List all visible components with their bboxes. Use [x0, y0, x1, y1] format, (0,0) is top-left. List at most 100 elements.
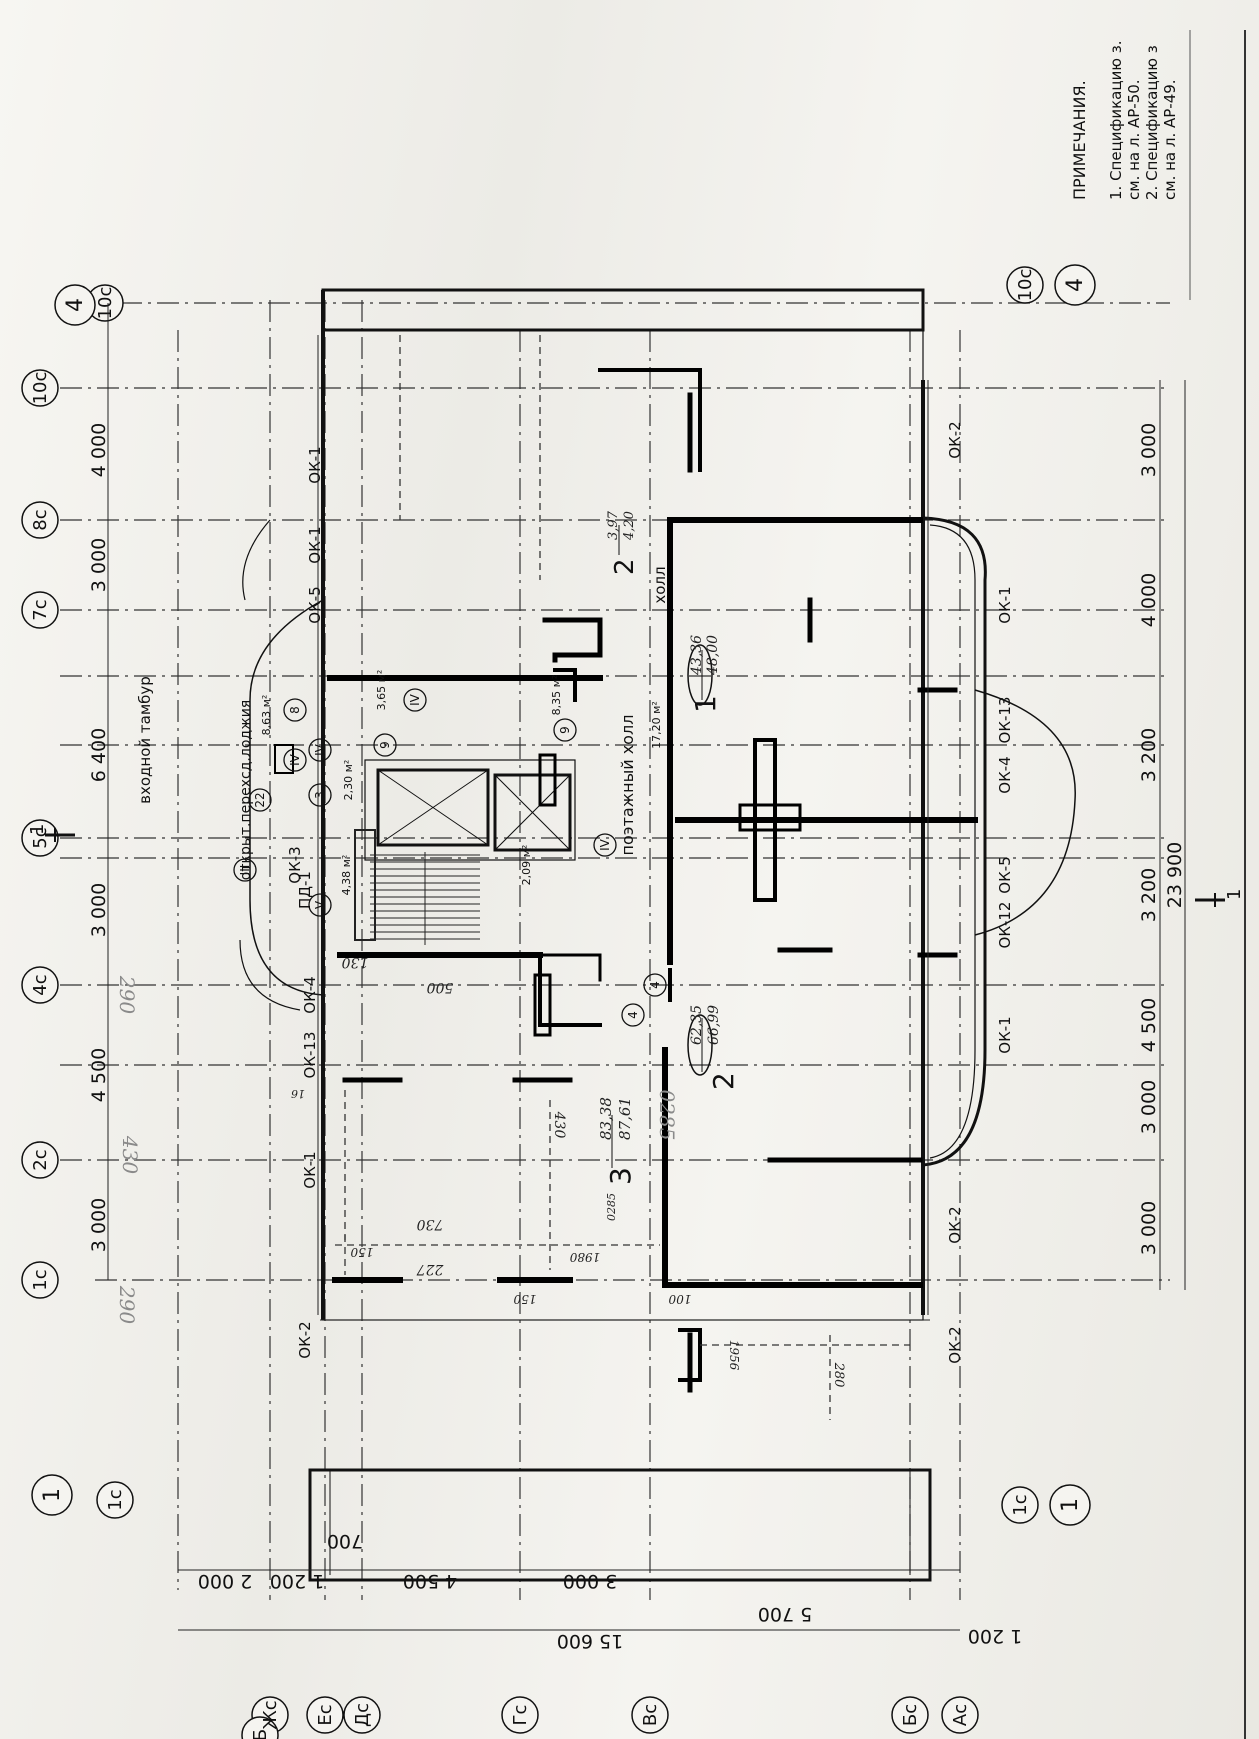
bottom-dimensions: 3 000 3 000 4 500 3 200 3 200 4 000 3 00…	[1138, 423, 1186, 1255]
section-number: 1	[27, 824, 48, 835]
row-key-label: Б	[250, 1729, 271, 1739]
pencil-notes: 0285 290 290 430	[115, 975, 679, 1324]
dim-left: 4 500	[403, 1570, 457, 1592]
staircase	[354, 829, 480, 945]
window-marks: ОК-1 ОК-1 ОК-1 ОК-1 ОК-1 ОК-2 ОК-2 ОК-2 …	[286, 421, 1014, 1363]
notes-line-4: см. на л. АР-49.	[1161, 79, 1179, 200]
window-mark: ОК-5	[306, 586, 324, 623]
vestibule-label: входной тамбур	[136, 676, 154, 804]
door-mark: ПД-1	[296, 871, 314, 909]
dim-bottom: 3 000	[1138, 1201, 1160, 1255]
axis-col-label: 5c	[30, 827, 51, 848]
apartment-area-living: 83,38	[597, 1097, 615, 1140]
dimension-lines	[107, 303, 1186, 1631]
dim-left: 1 200	[270, 1570, 324, 1592]
handwritten-dim: 100	[668, 1292, 691, 1306]
pencil-note: 0285	[655, 1090, 679, 1141]
dim-bottom: 4 500	[1138, 998, 1160, 1052]
handwritten-dim: 130	[342, 954, 369, 970]
floor-hall-label: поэтажный холл	[618, 715, 637, 856]
room-numbers: 8 9 9 22 3 4 4 III IV IV IV IV V	[238, 693, 662, 1018]
apartment-area-living: 62,35	[689, 1005, 705, 1045]
dim-top: 6 400	[88, 728, 110, 782]
dim-left: 15 600	[557, 1630, 623, 1652]
axis-row-label: Гс	[510, 1705, 531, 1726]
left-dimensions: 2 000 1 200 700 4 500 3 000 5 700 15 600…	[198, 1530, 1022, 1652]
room-number: 4	[626, 1011, 640, 1019]
window-mark: ОК-2	[296, 1321, 314, 1358]
dim-top: 3 000	[88, 883, 110, 937]
room-number: 3	[313, 791, 327, 799]
dim-bottom: 4 000	[1138, 573, 1160, 627]
handwritten-dim: 150	[513, 1292, 536, 1306]
window-mark: ОК-13	[996, 697, 1014, 744]
window-mark: ОК-4	[996, 756, 1014, 793]
area-text: 8,63 м²	[260, 695, 273, 736]
window-mark: ОК-1	[996, 1016, 1014, 1053]
axis-key-label: 4	[63, 298, 88, 312]
room-number: IV	[408, 693, 422, 706]
handwritten-dim: 1980	[569, 1250, 600, 1264]
axis-bubbles	[21, 264, 1096, 1739]
window-mark: ОК-12	[996, 902, 1014, 949]
hall-label: холл	[651, 566, 669, 603]
dim-left: 2 000	[198, 1570, 252, 1592]
dim-left: 3 000	[563, 1570, 617, 1592]
room-number: III	[238, 865, 252, 876]
axis-key-label: 4	[1063, 278, 1088, 292]
axis-col-label: 10c	[1015, 269, 1036, 302]
notes-title: ПРИМЕЧАНИЯ.	[1070, 80, 1089, 200]
window-mark: ОК-1	[306, 446, 324, 483]
internal-walls	[327, 368, 978, 1393]
apartment-area-total: 87,61	[616, 1097, 634, 1140]
grid-lines	[60, 300, 1170, 1600]
axis-key-label: 1	[1058, 1498, 1083, 1512]
handwritten-dim: 227	[417, 1261, 445, 1277]
dim-left: 5 700	[758, 1603, 812, 1625]
window-mark: ОК-2	[946, 421, 964, 458]
notes-line-1: 1. Спецификацию з.	[1107, 41, 1125, 200]
dim-left: 1 200	[968, 1625, 1022, 1647]
dim-top: 3 000	[88, 1198, 110, 1252]
room-number: 22	[253, 792, 267, 807]
apartment-marker-1: 1 43,36 48,00	[687, 635, 722, 713]
window-mark: ОК-3	[286, 846, 304, 883]
axis-row-label: Бс	[900, 1704, 921, 1726]
window-mark: ОК-4	[301, 976, 319, 1013]
window-mark: ОК-1	[306, 526, 324, 563]
section-marks: 1 1	[27, 824, 1245, 907]
axis-col-label: 10c	[30, 372, 51, 405]
axis-row-label: Жс	[260, 1700, 281, 1729]
axis-col-label: 7c	[30, 599, 51, 620]
apartment-marker-3: 3 83,38 87,61	[597, 1097, 637, 1185]
notes-line-3: 2. Спецификацию з	[1143, 45, 1161, 200]
pencil-note: 430	[118, 1135, 142, 1174]
apartment-area-living: 3,97	[606, 510, 621, 540]
handwritten-dim: 500	[427, 979, 454, 995]
dim-bottom: 3 200	[1138, 868, 1160, 922]
exterior-hatching	[317, 335, 930, 1321]
window-mark: ОК-1	[996, 586, 1014, 623]
area-text: 2,09 м²	[520, 845, 533, 886]
section-number: 1	[1224, 889, 1245, 900]
room-number: 4	[648, 981, 662, 989]
pencil-note: 290	[115, 975, 139, 1014]
area-text: 2,30 м²	[342, 760, 355, 801]
handwritten-dim: 280	[831, 1362, 846, 1388]
room-number: IV	[313, 743, 327, 756]
axis-row-label: Дс	[352, 1703, 373, 1727]
window-mark: ОК-1	[301, 1151, 319, 1188]
handwritten-dim: 730	[417, 1216, 444, 1232]
window-mark: ОК-13	[301, 1032, 319, 1079]
area-text: 17,20 м²	[650, 701, 663, 749]
apartment-rooms: 3	[604, 1167, 637, 1185]
top-dimensions: 3 000 4 500 3 000 6 400 3 000 4 000	[88, 423, 110, 1252]
handwritten-dim: 1956	[727, 1340, 741, 1371]
apartment-marker-2-upper: 2 3,97 4,20	[606, 510, 640, 575]
apartment-marker-2-lower: 2 62,35 66,99	[687, 1005, 740, 1090]
dim-top: 3 000	[88, 538, 110, 592]
dim-top: 4 000	[88, 423, 110, 477]
room-number: 9	[378, 741, 392, 749]
